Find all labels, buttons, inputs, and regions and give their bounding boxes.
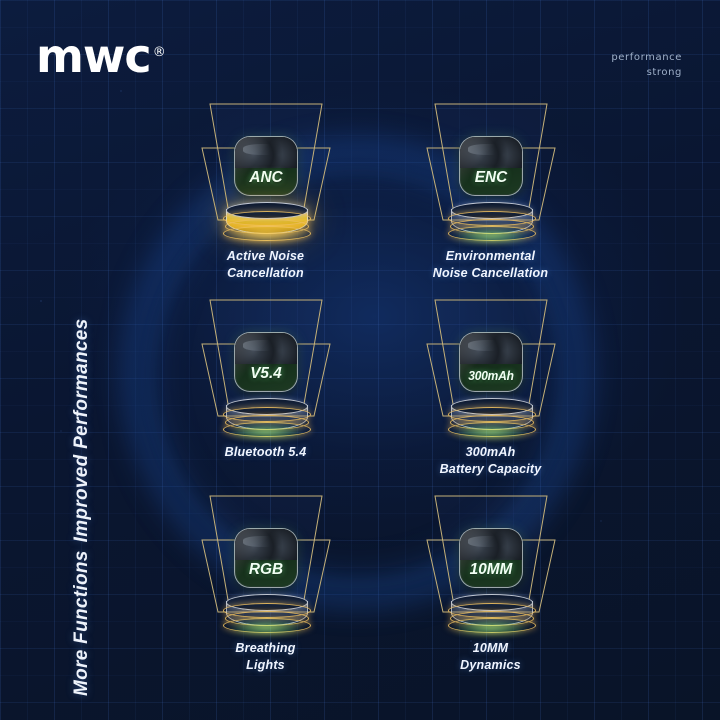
feature-badge: 10MM — [458, 528, 523, 588]
feature-caption-line-1: Environmental — [445, 249, 536, 263]
earbuds-icon — [234, 529, 297, 561]
badge-gloss — [459, 333, 522, 391]
badge-label: ANC — [248, 169, 283, 186]
feature-art: V5.4 — [168, 292, 363, 444]
feature-caption-line-1: Breathing — [235, 641, 296, 655]
badge-label: V5.4 — [249, 365, 282, 382]
feature-caption: 10MM Dynamics — [393, 640, 588, 674]
earbuds-icon — [234, 137, 297, 169]
pedestal — [222, 594, 311, 634]
feature-caption-line-2: Noise Cancellation — [432, 266, 549, 280]
pedestal-underglow — [453, 230, 528, 242]
side-title-line-2: Improved Performances — [71, 318, 92, 543]
feature-grid: ANC Active Noise Cancellation — [168, 96, 588, 684]
feature-badge: ANC — [233, 136, 298, 196]
feature-caption-line-1: Bluetooth 5.4 — [224, 445, 307, 459]
earbuds-icon — [459, 137, 522, 169]
feature-caption-line-2: Cancellation — [227, 266, 304, 280]
earbuds-icon — [459, 333, 522, 365]
badge-gloss — [459, 137, 522, 195]
feature-art: 300mAh — [393, 292, 588, 444]
feature-card-driver: 10MM 10MM Dynamics — [393, 488, 588, 684]
registered-trademark-icon: ® — [152, 44, 166, 60]
pedestal — [222, 202, 311, 242]
feature-badge: RGB — [233, 528, 298, 588]
pedestal-underglow — [453, 622, 528, 634]
feature-art: 10MM — [393, 488, 588, 640]
pedestal-underglow — [453, 426, 528, 438]
side-title-line-1: More Functions — [71, 550, 92, 696]
feature-caption-line-1: 300mAh — [465, 445, 516, 459]
tagline-line-1: performance — [611, 52, 682, 63]
badge-label: 10MM — [469, 561, 512, 578]
feature-badge: 300mAh — [458, 332, 523, 392]
tagline-line-2: strong — [646, 67, 682, 78]
badge-gloss — [459, 529, 522, 587]
feature-caption-line-1: Active Noise — [226, 249, 305, 263]
pedestal — [447, 594, 536, 634]
feature-card-battery: 300mAh 300mAh Battery Capacity — [393, 292, 588, 488]
feature-badge: ENC — [458, 136, 523, 196]
feature-caption: Breathing Lights — [168, 640, 363, 674]
pedestal — [222, 398, 311, 438]
feature-caption: Bluetooth 5.4 — [168, 444, 363, 461]
earbuds-icon — [234, 333, 297, 365]
feature-art: ANC — [168, 96, 363, 248]
badge-gloss — [234, 529, 297, 587]
badge-label: RGB — [248, 561, 283, 578]
pedestal-underglow — [228, 426, 303, 438]
feature-caption: 300mAh Battery Capacity — [393, 444, 588, 478]
feature-art: RGB — [168, 488, 363, 640]
feature-art: ENC — [393, 96, 588, 248]
pedestal-underglow — [228, 622, 303, 634]
side-title: More Functions Improved Performances — [47, 319, 93, 696]
pedestal-underglow — [222, 226, 309, 242]
pedestal — [447, 202, 536, 242]
tagline: performance strong — [611, 50, 682, 80]
feature-caption-line-2: Battery Capacity — [439, 462, 542, 476]
badge-label: ENC — [474, 169, 507, 186]
feature-caption-line-1: 10MM — [472, 641, 509, 655]
feature-card-bluetooth: V5.4 Bluetooth 5.4 — [168, 292, 363, 488]
badge-gloss — [234, 333, 297, 391]
badge-gloss — [234, 137, 297, 195]
feature-badge: V5.4 — [233, 332, 298, 392]
feature-card-enc: ENC Environmental Noise Cancellation — [393, 96, 588, 292]
feature-card-rgb: RGB Breathing Lights — [168, 488, 363, 684]
brand-logo: mwc® — [36, 33, 166, 79]
feature-caption: Active Noise Cancellation — [168, 248, 363, 282]
pedestal — [447, 398, 536, 438]
feature-caption: Environmental Noise Cancellation — [393, 248, 588, 282]
feature-card-anc: ANC Active Noise Cancellation — [168, 96, 363, 292]
feature-caption-line-2: Dynamics — [460, 658, 521, 672]
brand-logo-text: mwc — [36, 29, 152, 83]
earbuds-icon — [459, 529, 522, 561]
feature-caption-line-2: Lights — [246, 658, 285, 672]
badge-label: 300mAh — [467, 368, 514, 383]
